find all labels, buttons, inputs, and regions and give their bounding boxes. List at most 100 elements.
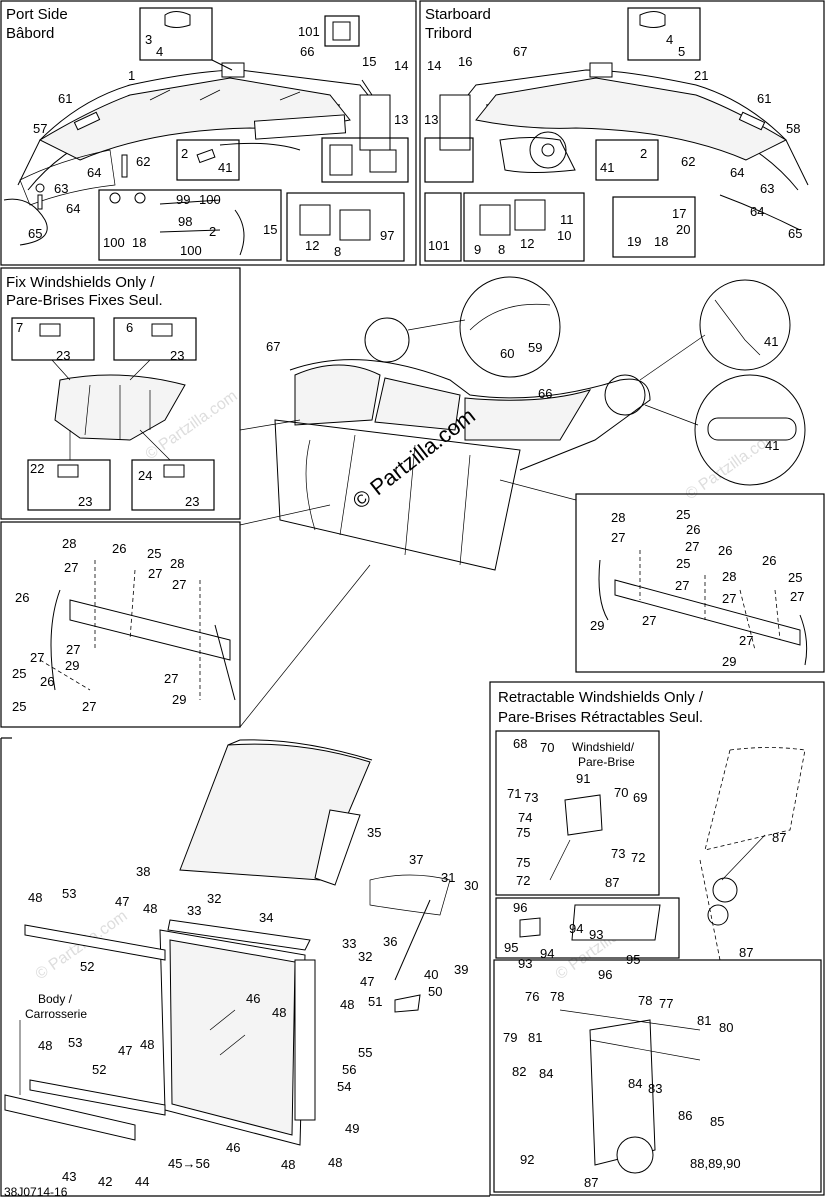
left-bracket-panel <box>0 521 241 728</box>
callout: 48 <box>28 890 42 905</box>
callout: 73 <box>611 846 625 861</box>
callout: 29 <box>722 654 736 669</box>
callout: 11 <box>560 212 574 227</box>
callout: 86 <box>678 1108 692 1123</box>
starboard-title: Starboard <box>425 6 491 23</box>
callout: 67 <box>266 339 280 354</box>
callout: 97 <box>380 228 394 243</box>
retractable-panel <box>489 681 825 1196</box>
callout: 78 <box>638 993 652 1008</box>
callout: 26 <box>686 522 700 537</box>
callout: 15 <box>362 54 376 69</box>
callout: 84 <box>628 1076 642 1091</box>
callout: 27 <box>148 566 162 581</box>
callout: 54 <box>337 1079 351 1094</box>
callout: 87 <box>584 1175 598 1190</box>
callout: 98 <box>178 214 192 229</box>
callout: 16 <box>458 54 472 69</box>
callout: 27 <box>675 578 689 593</box>
callout: 2 <box>640 146 647 161</box>
callout: 27 <box>30 650 44 665</box>
callout: 27 <box>164 671 178 686</box>
callout: 39 <box>454 962 468 977</box>
callout: 87 <box>605 875 619 890</box>
callout: 64 <box>66 201 80 216</box>
callout: 72 <box>631 850 645 865</box>
callout: 40 <box>424 967 438 982</box>
callout: 88,89,90 <box>690 1156 741 1171</box>
callout: 32 <box>207 891 221 906</box>
callout: 15 <box>263 222 277 237</box>
callout: 10 <box>557 228 571 243</box>
callout: 48 <box>340 997 354 1012</box>
fix-subtitle: Pare-Brises Fixes Seul. <box>6 292 163 309</box>
callout: 75 <box>516 855 530 870</box>
right-bracket-assembly: 28 25 26 27 27 26 25 26 27 28 25 27 27 2… <box>590 507 808 669</box>
callout: 31 <box>441 870 455 885</box>
callout: 47 <box>360 974 374 989</box>
callout: 28 <box>170 556 184 571</box>
callout: 72 <box>516 873 530 888</box>
callout: 62 <box>136 154 150 169</box>
callout: 35 <box>367 825 381 840</box>
callout: 77 <box>659 996 673 1011</box>
callout: 101 <box>428 238 450 253</box>
callout: 23 <box>78 494 92 509</box>
callout: 66 <box>538 386 552 401</box>
callout: 41 <box>765 438 779 453</box>
callout: 28 <box>722 569 736 584</box>
starboard-side-assembly: Starboard Tribord 4 5 14 16 67 21 61 13 … <box>424 6 809 262</box>
callout: 27 <box>66 642 80 657</box>
callout: 56 <box>342 1062 356 1077</box>
callout: 48 <box>140 1037 154 1052</box>
callout: 4 <box>156 44 163 59</box>
port-side-panel <box>0 0 417 266</box>
callout: 67 <box>513 44 527 59</box>
port-title: Port Side <box>6 6 68 23</box>
callout: 65 <box>28 226 42 241</box>
callout: 27 <box>722 591 736 606</box>
callout: 47 <box>115 894 129 909</box>
callout: 12 <box>305 238 319 253</box>
callout: 69 <box>633 790 647 805</box>
callout: 84 <box>539 1066 553 1081</box>
callout: 25 <box>676 507 690 522</box>
callout: 8 <box>334 244 341 259</box>
callout: 81 <box>697 1013 711 1028</box>
callout: 45→56 <box>168 1156 210 1171</box>
callout: 58 <box>786 121 800 136</box>
callout: 25 <box>12 666 26 681</box>
callout: 100 <box>103 235 125 250</box>
callout: 74 <box>518 810 532 825</box>
callout: 64 <box>87 165 101 180</box>
callout: 101 <box>298 24 320 39</box>
fix-title: Fix Windshields Only / <box>6 274 155 291</box>
callout: 25 <box>788 570 802 585</box>
callout: 30 <box>464 878 478 893</box>
callout: 27 <box>642 613 656 628</box>
callout: 85 <box>710 1114 724 1129</box>
callout: 50 <box>428 984 442 999</box>
callout: 65 <box>788 226 802 241</box>
callout: 53 <box>62 886 76 901</box>
callout: 33 <box>187 903 201 918</box>
callout: 28 <box>611 510 625 525</box>
callout: 60 <box>500 346 514 361</box>
callout: 96 <box>513 900 527 915</box>
callout: 76 <box>525 989 539 1004</box>
callout: 83 <box>648 1081 662 1096</box>
callout: 26 <box>718 543 732 558</box>
fix-windshields-assembly: Fix Windshields Only / Pare-Brises Fixes… <box>6 274 215 511</box>
callout: 95 <box>626 952 640 967</box>
callout: 70 <box>614 785 628 800</box>
callout: 55 <box>358 1045 372 1060</box>
callout: 17 <box>672 206 686 221</box>
callout: 6 <box>126 320 133 335</box>
callout: 48 <box>143 901 157 916</box>
callout: 4 <box>666 32 673 47</box>
callout: 93 <box>589 927 603 942</box>
callout: 100 <box>180 243 202 258</box>
callout: 13 <box>424 112 438 127</box>
callout: 7 <box>16 320 23 335</box>
